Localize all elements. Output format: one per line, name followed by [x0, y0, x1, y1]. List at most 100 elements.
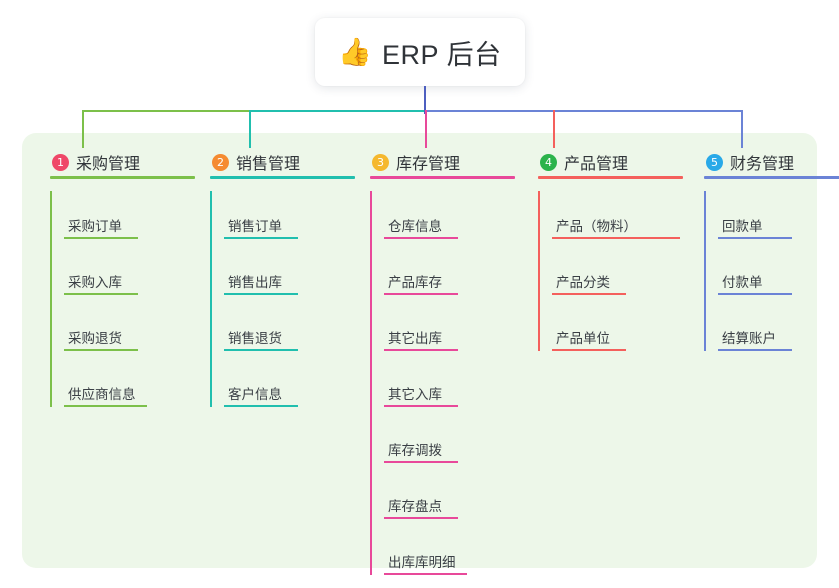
list-item-label: 产品库存	[388, 275, 442, 290]
list-item-label: 仓库信息	[388, 219, 442, 234]
list-item-underline	[64, 293, 138, 295]
column-header-underline	[370, 176, 515, 179]
list-item-underline	[224, 237, 298, 239]
column-header-underline	[210, 176, 355, 179]
list-item-underline	[718, 237, 792, 239]
column-vertical-connector	[50, 191, 52, 407]
column-number-badge: 2	[212, 153, 229, 171]
column-number-badge: 4	[540, 153, 557, 171]
list-item-underline	[64, 405, 147, 407]
column-title-label: 产品管理	[564, 156, 629, 173]
drop-connector-1	[82, 110, 85, 148]
list-item[interactable]: 库存盘点	[356, 471, 460, 527]
list-item[interactable]: 出库库明细	[356, 527, 467, 583]
column-header-underline	[538, 176, 683, 179]
column-title-label: 采购管理	[76, 156, 141, 173]
column-vertical-connector	[704, 191, 706, 351]
list-item[interactable]: 付款单	[690, 247, 794, 303]
list-item[interactable]: 结算账户	[690, 303, 794, 359]
drop-connector-3	[425, 110, 428, 148]
bus-segment-2	[249, 110, 427, 113]
list-item-underline	[384, 517, 458, 519]
list-item-label: 采购退货	[68, 331, 122, 346]
list-item[interactable]: 客户信息	[196, 359, 300, 415]
column-vertical-connector	[370, 191, 372, 575]
list-item-label: 库存盘点	[388, 499, 442, 514]
column-items: 仓库信息产品库存其它出库其它入库库存调拨库存盘点出库库明细	[356, 191, 467, 583]
list-item[interactable]: 销售订单	[196, 191, 300, 247]
drop-connector-4	[553, 110, 556, 148]
list-item[interactable]: 销售退货	[196, 303, 300, 359]
list-item-label: 产品分类	[556, 275, 610, 290]
list-item-label: 付款单	[722, 275, 763, 290]
column-header-销售管理[interactable]: 2 销售管理	[196, 145, 300, 179]
list-item[interactable]: 产品分类	[524, 247, 628, 303]
branch-column-3: 3 库存管理仓库信息产品库存其它出库其它入库库存调拨库存盘点出库库明细	[356, 145, 515, 583]
list-item[interactable]: 库存调拨	[356, 415, 460, 471]
list-item-underline	[718, 293, 792, 295]
root-node-content: 👍 ERP 后台	[338, 33, 501, 72]
root-node-label: ERP 后台	[382, 39, 502, 70]
thumbs-up-icon: 👍	[338, 36, 373, 67]
list-item-label: 出库库明细	[388, 555, 456, 570]
column-vertical-connector	[210, 191, 212, 407]
list-item[interactable]: 产品单位	[524, 303, 628, 359]
list-item-underline	[64, 349, 138, 351]
bus-segment-1	[82, 110, 251, 113]
list-item-underline	[64, 237, 138, 239]
list-item[interactable]: 其它出库	[356, 303, 460, 359]
list-item[interactable]: 供应商信息	[36, 359, 147, 415]
drop-connector-2	[249, 110, 252, 148]
column-header-underline	[50, 176, 195, 179]
list-item-underline	[552, 349, 626, 351]
list-item-label: 采购入库	[68, 275, 122, 290]
drop-connector-5	[741, 110, 744, 148]
column-vertical-connector	[538, 191, 540, 351]
list-item[interactable]: 其它入库	[356, 359, 460, 415]
list-item[interactable]: 采购退货	[36, 303, 140, 359]
bus-segment-3	[424, 110, 743, 113]
trunk-connector-top	[424, 86, 427, 112]
column-number-badge: 5	[706, 153, 723, 171]
list-item-label: 产品（物料）	[556, 219, 637, 234]
column-title-label: 销售管理	[236, 156, 301, 173]
list-item-underline	[384, 349, 458, 351]
list-item[interactable]: 产品库存	[356, 247, 460, 303]
list-item-label: 销售退货	[228, 331, 282, 346]
column-header-库存管理[interactable]: 3 库存管理	[356, 145, 460, 179]
list-item[interactable]: 回款单	[690, 191, 794, 247]
column-items: 销售订单销售出库销售退货客户信息	[196, 191, 300, 415]
branch-column-4: 4 产品管理产品（物料） 产品分类产品单位	[524, 145, 683, 359]
list-item-label: 产品单位	[556, 331, 610, 346]
column-header-产品管理[interactable]: 4 产品管理	[524, 145, 628, 179]
list-item-underline	[224, 293, 298, 295]
list-item[interactable]: 销售出库	[196, 247, 300, 303]
column-header-财务管理[interactable]: 5 财务管理	[690, 145, 794, 179]
list-item[interactable]: 仓库信息	[356, 191, 460, 247]
column-title-label: 财务管理	[730, 156, 795, 173]
list-item-label: 供应商信息	[68, 387, 136, 402]
list-item-label: 客户信息	[228, 387, 282, 402]
list-item-underline	[384, 237, 458, 239]
list-item[interactable]: 采购订单	[36, 191, 140, 247]
list-item-underline	[552, 237, 680, 239]
branch-column-2: 2 销售管理销售订单销售出库销售退货客户信息	[196, 145, 355, 415]
list-item[interactable]: 产品（物料）	[524, 191, 680, 247]
root-node-erp-backend[interactable]: 👍 ERP 后台	[315, 18, 525, 86]
list-item-underline	[552, 293, 626, 295]
column-items: 采购订单采购入库采购退货供应商信息	[36, 191, 147, 415]
list-item-underline	[384, 573, 467, 575]
column-items: 回款单付款单结算账户	[690, 191, 794, 359]
column-header-underline	[704, 176, 839, 179]
column-title-label: 库存管理	[396, 156, 461, 173]
column-number-badge: 3	[372, 153, 389, 171]
list-item[interactable]: 采购入库	[36, 247, 140, 303]
branch-column-5: 5 财务管理回款单付款单结算账户	[690, 145, 839, 359]
list-item-label: 采购订单	[68, 219, 122, 234]
list-item-underline	[384, 461, 458, 463]
list-item-underline	[224, 405, 298, 407]
list-item-underline	[384, 405, 458, 407]
